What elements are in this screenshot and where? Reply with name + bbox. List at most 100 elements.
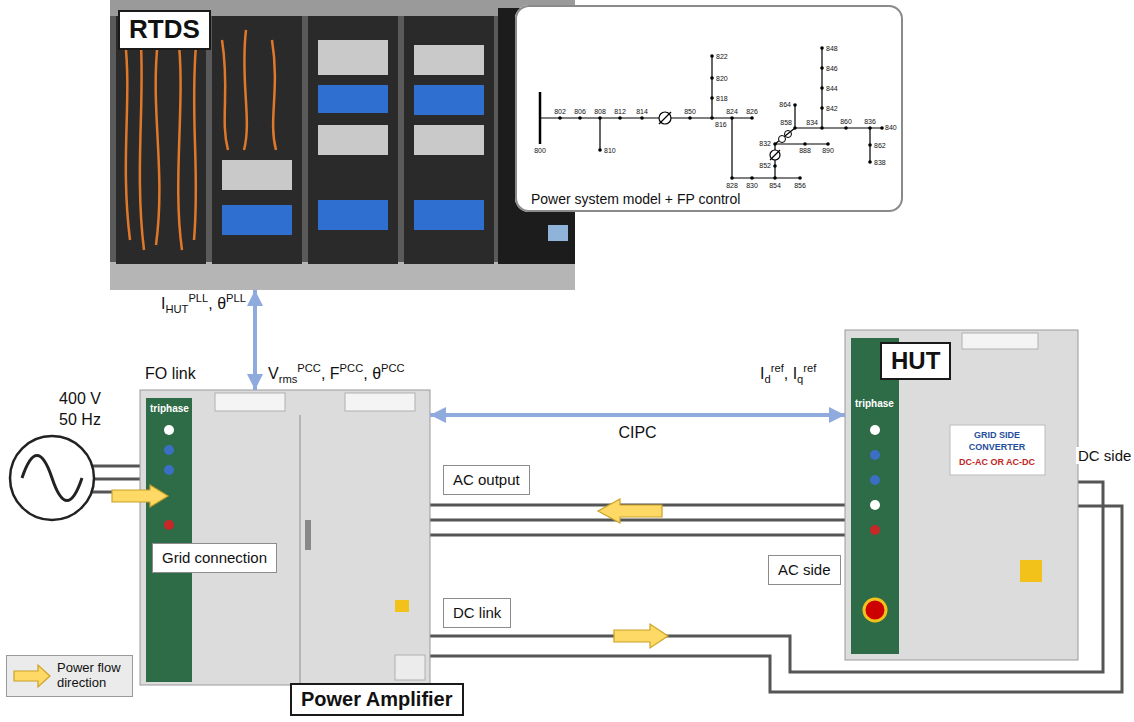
signal-name: I bbox=[161, 295, 165, 312]
rtds-photo bbox=[116, 16, 206, 264]
signal-name: d bbox=[764, 373, 770, 385]
hut-photo bbox=[864, 599, 886, 621]
feeder-model bbox=[750, 116, 754, 120]
amplifier-photo bbox=[164, 520, 174, 530]
bus-number: 858 bbox=[780, 119, 792, 127]
hut-photo bbox=[1020, 560, 1042, 582]
bus-number: 800 bbox=[534, 147, 546, 155]
signal-name: PCC bbox=[340, 362, 364, 374]
port-label: Grid connection bbox=[162, 549, 267, 566]
feeder-model bbox=[785, 131, 792, 138]
ac-wires bbox=[425, 534, 855, 537]
feeder-model bbox=[880, 126, 884, 130]
rtds-photo bbox=[414, 125, 484, 155]
bus-number: 814 bbox=[636, 108, 648, 116]
bus-number: 850 bbox=[684, 108, 696, 116]
feeder-model bbox=[710, 116, 714, 120]
rtds-photo bbox=[156, 40, 160, 245]
amplifier-photo bbox=[140, 390, 430, 685]
rtds-photo bbox=[125, 40, 130, 240]
hut-photo bbox=[962, 333, 1038, 349]
brand-logo: triphase bbox=[150, 403, 189, 415]
bus-number: 842 bbox=[826, 105, 838, 113]
sticker-text: GRID SIDE bbox=[974, 430, 1020, 440]
feeder-model bbox=[773, 176, 777, 180]
feeder-model bbox=[820, 46, 824, 50]
device-label: Power Amplifier bbox=[290, 683, 464, 716]
amplifier-photo bbox=[395, 600, 409, 612]
link-name: FO link bbox=[145, 365, 196, 383]
bus-number: 826 bbox=[746, 108, 758, 116]
rtds-photo bbox=[414, 85, 484, 115]
feeder-model bbox=[798, 176, 802, 180]
amplifier-photo bbox=[164, 425, 174, 435]
legend-box: Power flow direction bbox=[6, 655, 133, 697]
sticker-text: DC-AC OR AC-DC bbox=[959, 457, 1035, 467]
rtds-photo bbox=[178, 35, 182, 250]
device-label: RTDS bbox=[118, 10, 211, 50]
bus-number: 816 bbox=[715, 121, 727, 129]
signal-name: HUT bbox=[165, 303, 188, 315]
legend-row: Power flow direction bbox=[12, 661, 127, 691]
ac-wires bbox=[425, 519, 855, 522]
feeder-model bbox=[820, 86, 824, 90]
rtds-photo bbox=[194, 45, 196, 240]
bus-number: 844 bbox=[826, 85, 838, 93]
signal-name: V bbox=[268, 365, 279, 382]
feeder-model bbox=[793, 126, 797, 130]
bus-number: 818 bbox=[716, 95, 728, 103]
feeder-model bbox=[640, 116, 644, 120]
rtds-photo bbox=[222, 205, 292, 235]
port-label: AC side bbox=[778, 561, 831, 578]
amplifier-photo bbox=[164, 445, 174, 455]
rtds-photo bbox=[110, 262, 575, 290]
signal-name: q bbox=[797, 373, 803, 385]
signal-name: ref bbox=[803, 362, 816, 374]
power-flow-arrow bbox=[598, 499, 662, 523]
rtds-photo bbox=[318, 200, 388, 230]
amplifier-photo bbox=[164, 465, 174, 475]
feeder-model bbox=[710, 76, 714, 80]
amplifier-photo bbox=[140, 390, 430, 685]
bus-number: 810 bbox=[604, 147, 616, 155]
feeder-model bbox=[773, 142, 777, 146]
signal-name: I bbox=[760, 365, 764, 382]
signal-name: , I bbox=[784, 365, 797, 382]
bus-number: 838 bbox=[874, 159, 886, 167]
signal-name: PCC bbox=[381, 362, 405, 374]
ac-source bbox=[22, 456, 82, 501]
hut-photo bbox=[870, 525, 880, 535]
rtds-photo bbox=[318, 85, 388, 113]
rtds-photo bbox=[140, 30, 144, 250]
bus-number: 856 bbox=[794, 182, 806, 190]
bus-number: 862 bbox=[874, 142, 886, 150]
feeder-model bbox=[710, 96, 714, 100]
bus-number: 812 bbox=[614, 108, 626, 116]
amplifier-photo bbox=[395, 655, 425, 680]
legend-text: Power flow direction bbox=[57, 661, 127, 691]
amplifier-photo: Power AmplifierGrid connection bbox=[140, 390, 430, 685]
bus-number: 808 bbox=[594, 108, 606, 116]
legend-arrow bbox=[12, 663, 52, 689]
feeder-model bbox=[770, 150, 780, 160]
signal-name: PLL bbox=[188, 292, 208, 304]
bus-number: 836 bbox=[864, 118, 876, 126]
rtds-photo bbox=[318, 125, 388, 155]
ac-source bbox=[10, 436, 94, 520]
feeder-model bbox=[750, 176, 754, 180]
port-label: DC side bbox=[1076, 447, 1133, 464]
bus-number: 820 bbox=[716, 75, 728, 83]
hut-photo bbox=[845, 330, 1078, 660]
hut-photo bbox=[870, 450, 880, 460]
feeder-model bbox=[558, 116, 562, 120]
amplifier-photo bbox=[345, 393, 415, 411]
bus-number: 864 bbox=[779, 101, 791, 109]
hut-photo: HUT bbox=[845, 330, 1078, 660]
feeder-model bbox=[820, 66, 824, 70]
rtds-photo: RTDS bbox=[110, 0, 575, 290]
signal-name: PCC bbox=[297, 362, 321, 374]
signal-name: , θ bbox=[208, 295, 226, 312]
feeder-model bbox=[659, 112, 671, 124]
rtds-photo bbox=[244, 30, 247, 150]
